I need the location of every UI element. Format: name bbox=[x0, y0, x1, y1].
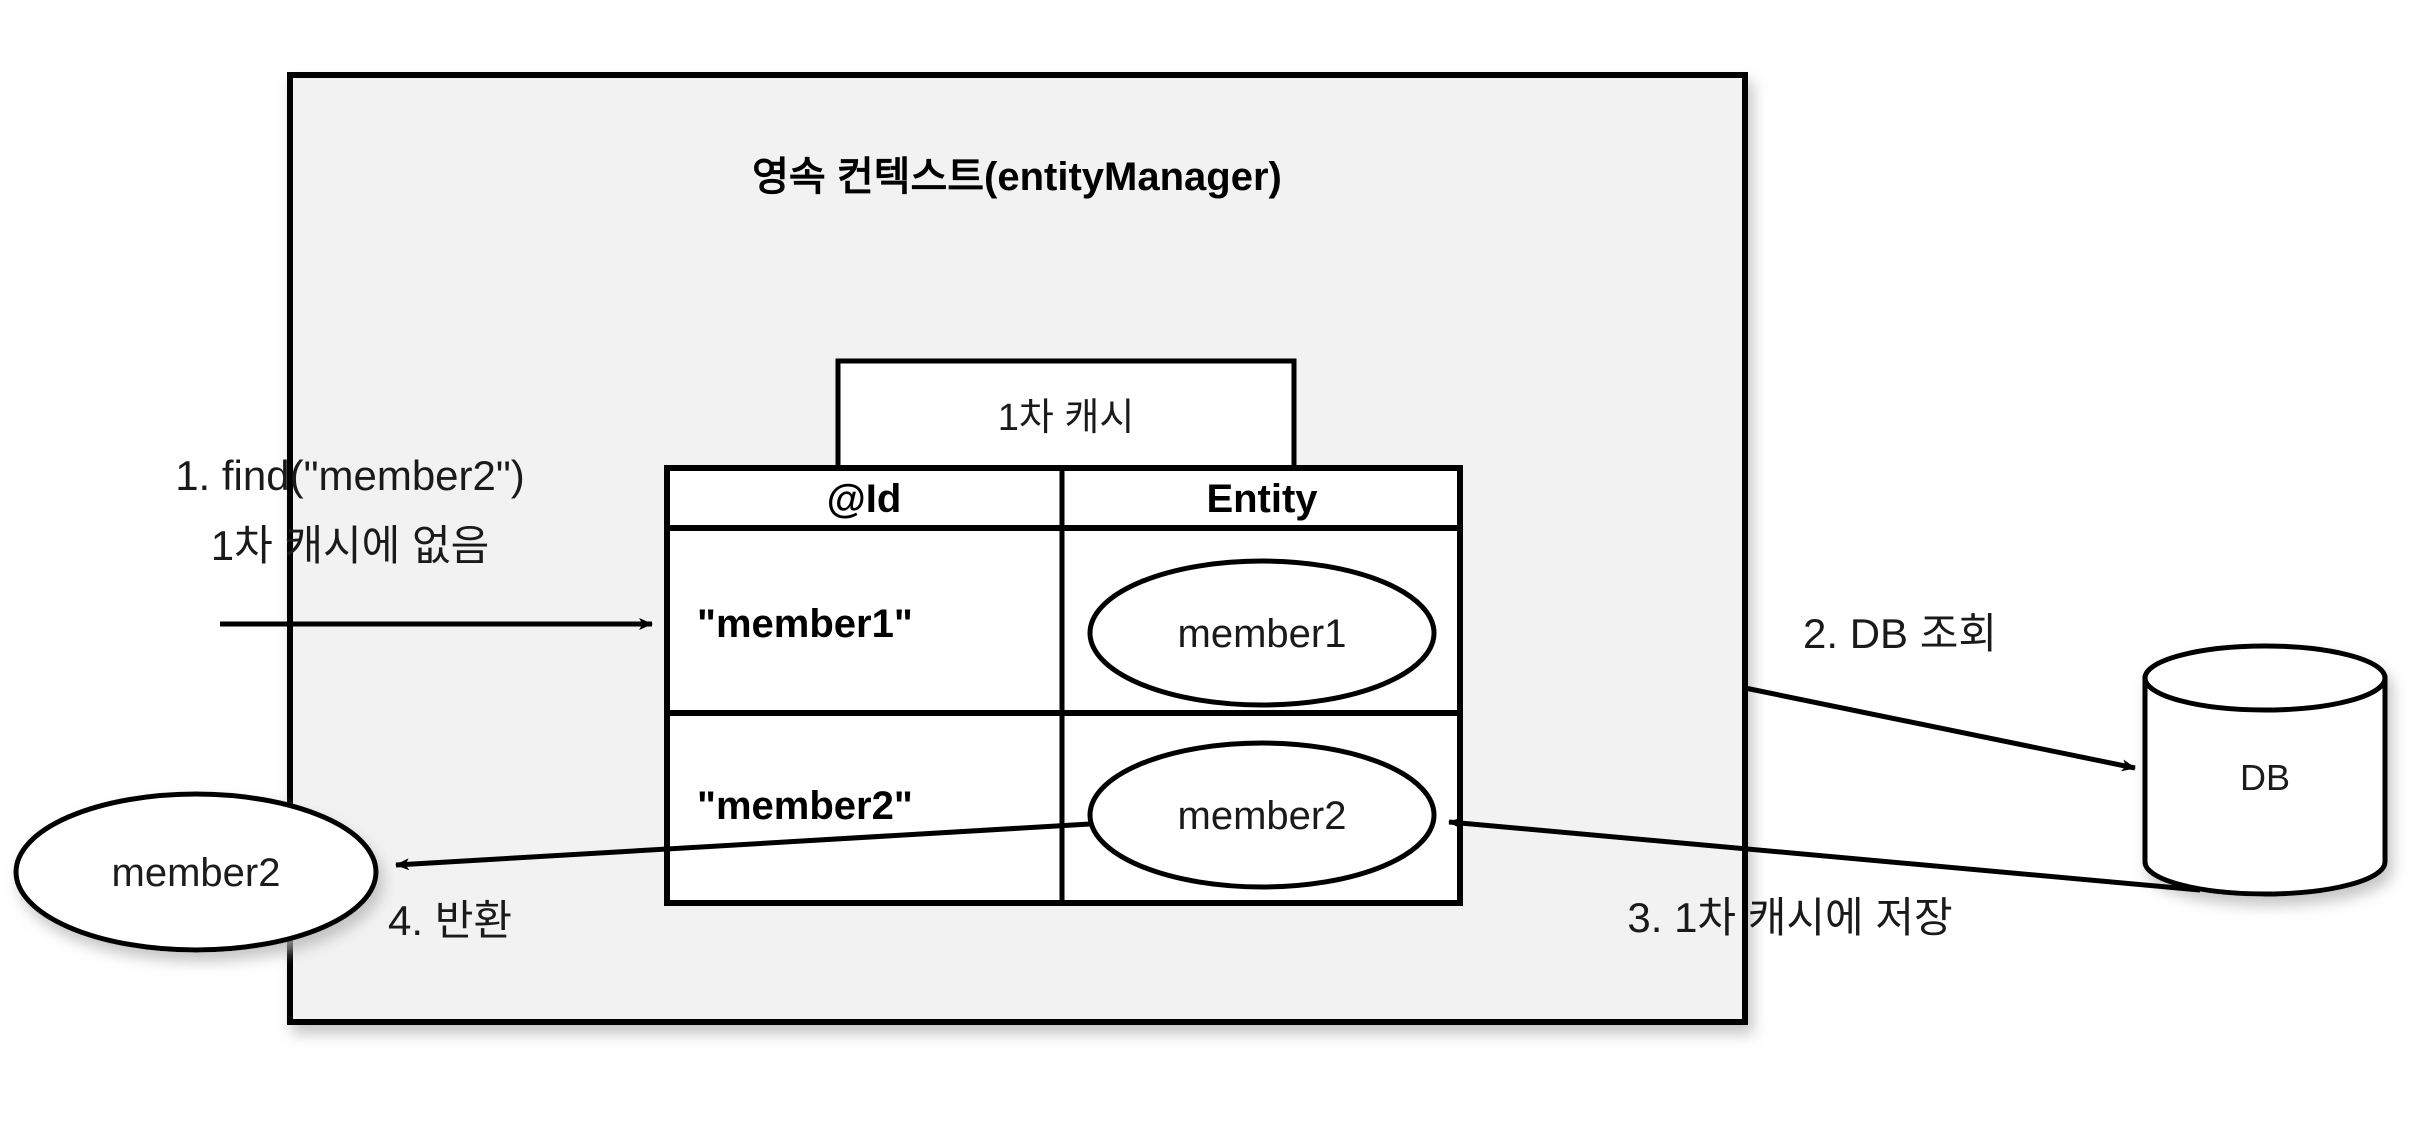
cache-table-header-id: @Id bbox=[827, 477, 902, 521]
step3-arrow bbox=[1448, 817, 2201, 893]
returned-entity-ellipse bbox=[13, 791, 379, 953]
step3-arrow-line bbox=[1448, 817, 2201, 893]
returned-entity-ellipse-group: member2 bbox=[13, 791, 379, 953]
step4-arrow bbox=[395, 821, 1091, 871]
cache-row-1-id: "member2" bbox=[697, 784, 913, 828]
step1-label: 1. find("member2") 1차 캐시에 없음 bbox=[175, 452, 525, 569]
database-cylinder: DB bbox=[2142, 643, 2388, 897]
cache-row-0-entity-ellipse bbox=[1087, 558, 1437, 708]
cache-table-header-entity: Entity bbox=[1206, 477, 1318, 521]
step1-label-line2: 1차 캐시에 없음 bbox=[211, 522, 490, 569]
persistence-context-title: 영속 컨텍스트(entityManager) bbox=[752, 155, 1282, 199]
database-top-ellipse bbox=[2142, 643, 2388, 713]
first-level-cache-box: 1차 캐시 bbox=[835, 358, 1297, 474]
step4-arrow-line bbox=[395, 821, 1091, 871]
step2-label: 2. DB 조회 bbox=[1803, 610, 1997, 657]
table-row: "member1" member1 bbox=[697, 558, 1437, 708]
step1-label-line1: 1. find("member2") bbox=[175, 452, 525, 499]
step3-label: 3. 1차 캐시에 저장 bbox=[1627, 894, 1952, 941]
cache-row-1-entity-label: member2 bbox=[1178, 794, 1347, 838]
cache-row-0-entity-label: member1 bbox=[1178, 612, 1347, 656]
step4-label: 4. 반환 bbox=[388, 897, 512, 944]
cache-row-0-id: "member1" bbox=[697, 602, 913, 646]
database-body bbox=[2142, 675, 2388, 897]
step2-arrow bbox=[1744, 685, 2136, 772]
cache-row-1-entity-ellipse bbox=[1087, 740, 1437, 890]
cache-title-box bbox=[835, 358, 1297, 474]
returned-entity-label: member2 bbox=[112, 851, 281, 895]
database-label: DB bbox=[2240, 757, 2290, 798]
cache-table: @Id Entity "member1" member1 "member2" m… bbox=[664, 465, 1463, 906]
step2-arrow-line bbox=[1744, 685, 2136, 772]
table-row: "member2" member2 bbox=[697, 740, 1437, 890]
cache-title-label: 1차 캐시 bbox=[998, 397, 1135, 439]
